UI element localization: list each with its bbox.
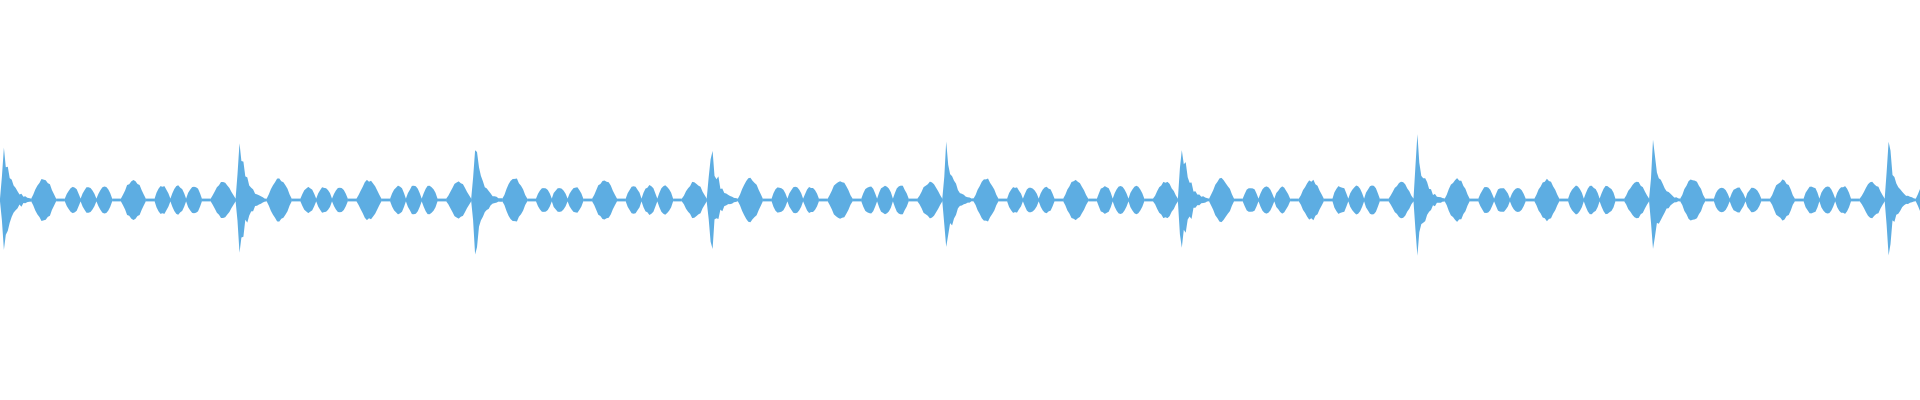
waveform-segment-chain	[1242, 186, 1291, 214]
waveform-segment-gap	[762, 198, 772, 202]
waveform-segment-gap	[1323, 198, 1333, 202]
waveform-segment-gap	[1559, 198, 1569, 202]
waveform-segment-pod	[973, 178, 999, 222]
waveform-segment-gap	[381, 198, 391, 202]
waveform-segment-burst	[235, 143, 267, 253]
waveform-segment-gap	[56, 198, 65, 202]
waveform-segment-gap	[1144, 198, 1153, 202]
waveform-segment-pod	[1063, 179, 1089, 221]
waveform-segment-chain	[1096, 185, 1145, 215]
waveform-segment-pod	[210, 182, 236, 218]
waveform-segment-chain	[771, 186, 819, 214]
waveform-segment-pod	[681, 181, 707, 219]
waveform-segment-gap	[1615, 198, 1625, 202]
waveform-segment-pod	[592, 180, 617, 220]
waveform-segment-gap	[1088, 198, 1097, 202]
waveform-segment-gap	[1525, 198, 1535, 202]
waveform-segment-chain	[625, 185, 674, 215]
waveform-segment-gap	[527, 198, 536, 202]
waveform-segment-gap	[145, 198, 155, 202]
waveform-segment-chain	[390, 185, 438, 215]
waveform-segment-gap	[437, 198, 447, 202]
waveform-segment-pod	[1624, 181, 1650, 219]
waveform-segment-burst	[1884, 141, 1916, 256]
waveform-segment-pod	[1680, 179, 1706, 221]
waveform-segment-chain	[154, 185, 202, 215]
waveform-segment-gap	[1290, 198, 1299, 202]
waveform-segment-gap	[1851, 198, 1860, 202]
waveform-segment-pod	[1298, 179, 1324, 221]
waveform-segment-chain	[861, 185, 909, 215]
waveform-segment-gap	[617, 198, 626, 202]
waveform-segment-gap	[347, 198, 357, 202]
waveform-segment-gap	[673, 198, 682, 202]
waveform-segment-pod	[266, 178, 292, 222]
waveform-segment-pod	[737, 177, 763, 223]
waveform-segment-gap	[1469, 198, 1479, 202]
waveform-segment-pod	[1534, 178, 1560, 222]
waveform-segment-gap	[908, 198, 918, 202]
waveform-segment-burst	[706, 150, 738, 249]
waveform-segment-gap	[998, 198, 1008, 202]
waveform-segment-pod	[1444, 178, 1470, 222]
waveform-segment-pod	[1153, 181, 1178, 219]
waveform-segment-gap	[818, 198, 828, 202]
waveform-segment-pod	[31, 179, 57, 221]
waveform-segment-gap	[201, 198, 211, 202]
waveform-segment-gap	[1234, 198, 1243, 202]
waveform-segment-pod	[917, 181, 943, 219]
waveform-segment-pod	[502, 178, 528, 222]
waveform-segment-pod	[827, 181, 853, 219]
waveform-segment-chain	[1713, 187, 1762, 213]
waveform-segment-burst	[942, 141, 974, 247]
waveform-segment-burst	[1649, 139, 1681, 249]
waveform-segment-gap	[291, 198, 301, 202]
waveform-segment-burst	[1413, 134, 1445, 256]
waveform-segment-pod	[356, 179, 382, 221]
waveform-segment-chain	[1478, 187, 1526, 213]
waveform-segment-pod	[446, 181, 472, 219]
waveform-segment-gap	[1705, 198, 1714, 202]
waveform-segment-burst	[471, 150, 503, 255]
waveform-segment-pod	[1388, 181, 1414, 219]
waveform-segment-pod	[1915, 189, 1920, 211]
waveform-segment-chain	[1332, 185, 1380, 215]
waveform-segment-gap	[1054, 198, 1064, 202]
waveform-segment-gap	[1379, 198, 1389, 202]
waveform-segment-gap	[1794, 198, 1804, 202]
waveform-segment-chain	[1568, 185, 1616, 215]
waveform-segment-pod	[1209, 177, 1234, 223]
waveform-segment-gap	[1761, 198, 1770, 202]
waveform-segment-chain	[1803, 186, 1851, 214]
waveform-segment-pod	[1859, 181, 1885, 219]
waveform-segment-pod	[120, 180, 146, 220]
waveform-segment-gap	[583, 198, 593, 202]
waveform-segment-gap	[112, 198, 121, 202]
waveform-segment-burst	[0, 147, 32, 250]
waveform-segment-burst	[1177, 150, 1210, 248]
waveform-segment-chain	[1007, 186, 1055, 214]
waveform-segment-chain	[64, 186, 113, 214]
waveform-envelope	[0, 134, 1920, 256]
waveform-segment-pod	[1770, 179, 1795, 221]
waveform-segment-gap	[852, 198, 862, 202]
waveform-segment-chain	[536, 187, 584, 213]
waveform-segment-chain	[300, 186, 348, 214]
